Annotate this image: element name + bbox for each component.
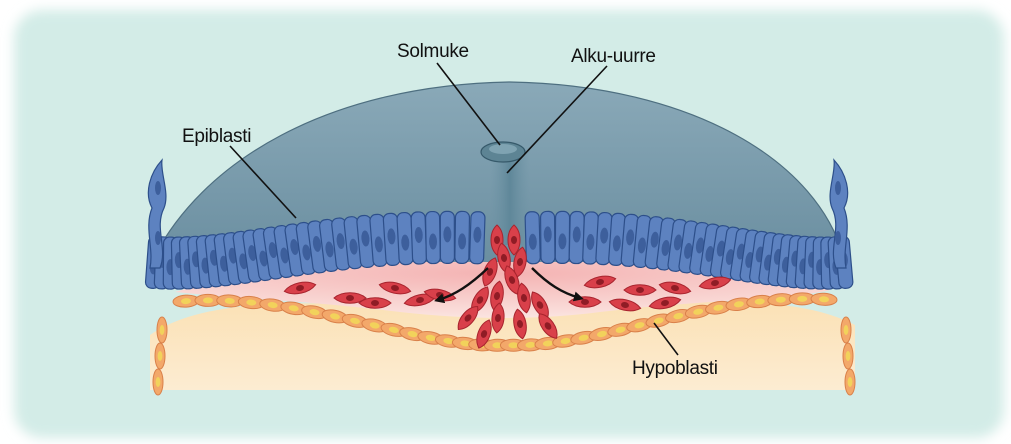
label-hypoblasti: Hypoblasti <box>632 358 718 379</box>
epiblast-cell <box>440 211 454 263</box>
label-alku-uurre: Alku-uurre <box>571 46 656 67</box>
epiblast-cell <box>425 211 440 263</box>
epiblast-cell <box>555 211 569 263</box>
epiblast-cell <box>455 211 470 263</box>
epiblast-cell <box>541 211 556 263</box>
epiblast-cell <box>469 212 485 264</box>
epiblast-cell <box>525 212 540 264</box>
epiblast-cell <box>411 212 427 264</box>
epiblast-cell <box>569 211 584 263</box>
label-solmuke: Solmuke <box>397 41 469 62</box>
label-epiblasti: Epiblasti <box>182 126 251 147</box>
